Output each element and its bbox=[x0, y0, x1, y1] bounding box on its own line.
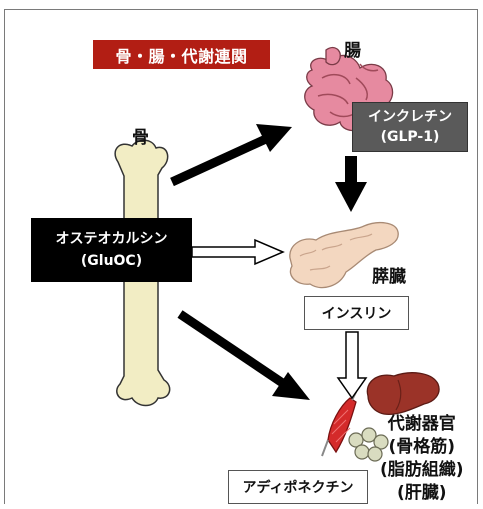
incretin-name: インクレチン bbox=[368, 107, 452, 127]
insulin-box: インスリン bbox=[304, 296, 409, 330]
organs-heading: 代謝器官 bbox=[380, 413, 464, 436]
label-gut: 腸 bbox=[344, 36, 361, 61]
arrow-bone-to-gut bbox=[172, 124, 292, 182]
adiponectin-box: アディポネクチン bbox=[228, 470, 368, 504]
muscle-illustration bbox=[322, 392, 356, 456]
arrow-gut-to-pancreas bbox=[335, 156, 367, 212]
osteocalcin-name: オステオカルシン bbox=[56, 228, 168, 250]
arrow-bone-to-pancreas bbox=[192, 240, 283, 264]
osteocalcin-box: オステオカルシン (GluOC) bbox=[31, 218, 192, 282]
label-bone: 骨 bbox=[132, 123, 149, 148]
diagram-title: 骨・腸・代謝連関 bbox=[93, 40, 270, 69]
label-pancreas: 膵臓 bbox=[372, 262, 406, 287]
organs-skeletal-muscle: (骨格筋) bbox=[380, 436, 464, 459]
organs-adipose-tissue: (脂肪組織) bbox=[380, 459, 464, 482]
label-metabolic-organs: 代謝器官 (骨格筋) (脂肪組織) (肝臓) bbox=[380, 413, 464, 505]
arrow-bone-to-organs bbox=[180, 314, 310, 400]
arrow-insulin-to-organs bbox=[338, 332, 366, 398]
liver-illustration bbox=[367, 373, 439, 415]
organs-liver: (肝臓) bbox=[380, 482, 464, 505]
incretin-box: インクレチン (GLP-1) bbox=[352, 102, 468, 152]
osteocalcin-abbrev: (GluOC) bbox=[81, 250, 142, 272]
incretin-abbrev: (GLP-1) bbox=[381, 127, 440, 147]
